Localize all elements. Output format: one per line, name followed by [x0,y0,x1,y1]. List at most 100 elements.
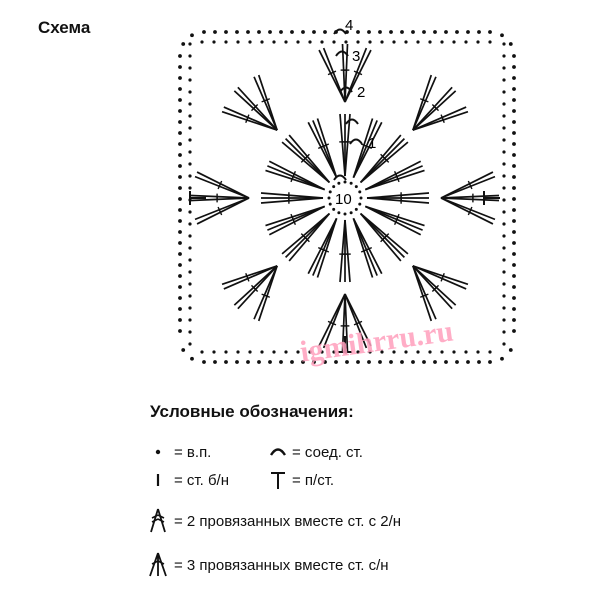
outer-cluster-bar [263,98,271,102]
inner-cluster [288,134,331,183]
chain-dot [345,360,349,364]
chain-dot [327,196,331,200]
chain-dot [308,40,312,44]
chain-dot [512,109,516,113]
chain-dot [502,126,506,130]
outer-cluster [412,110,469,131]
chain-dot [367,360,371,364]
chain-dot [188,222,192,226]
chain-dot [308,350,312,354]
outer-cluster [412,265,467,290]
chain-dot [452,40,456,44]
chain-dot [212,40,216,44]
outer-cluster-bar [217,206,222,213]
legend-chain-label: = в.п. [174,443,212,461]
chain-dot [502,186,506,190]
chain-dot [502,342,506,346]
outer-cluster [440,175,496,199]
chain-dot [178,219,182,223]
chain-dot [178,252,182,256]
chain-dot [334,360,338,364]
chain-dot [328,202,332,206]
chain-dot [512,76,516,80]
inner-cluster [265,205,325,227]
chain-dot [178,329,182,333]
inner-cluster-bar [292,170,297,178]
outer-cluster [412,265,433,322]
chain-dot [200,40,204,44]
chain-dot [248,40,252,44]
chain-dot [178,98,182,102]
chain-dot [337,211,341,215]
chain-dot [512,241,516,245]
legend-3tog-cluster: = 3 провязанных вместе ст. с/н [146,550,389,580]
chain-dot [440,350,444,354]
chain-dot [320,350,324,354]
chain-dot [188,210,192,214]
outer-cluster-bar [327,320,334,325]
chain-dot [181,42,186,46]
chain-dot [464,350,468,354]
round-label-2: 2 [357,84,365,101]
chain-dot [452,350,456,354]
chain-dot [296,40,300,44]
chain-dot [178,318,182,322]
chain-dot [356,40,360,44]
chain-dot [349,211,353,215]
chain-dot [178,54,182,58]
chain-dot [411,360,415,364]
chain-dot [188,114,192,118]
slip-stitch-arc [333,174,347,181]
chain-dot [508,348,513,352]
inner-cluster [260,192,324,199]
cluster-3tog-icon [146,550,170,580]
chain-dot [466,360,470,364]
chain-dot [178,65,182,69]
diagram-title: Схема [38,18,91,37]
round-label-1: 1 [368,135,376,152]
chain-dot [354,207,358,211]
chain-dot [188,270,192,274]
chain-dot [512,142,516,146]
chain-dot [455,30,459,34]
chain-dot [389,30,393,34]
inner-cluster-bar [323,143,330,147]
inner-cluster [360,141,409,184]
chain-dot [512,87,516,91]
chain-dot [512,54,516,58]
legend-2tog-label: = 2 провязанных вместе ст. с 2/н [174,512,402,530]
chain-dot [312,30,316,34]
crochet-chart: 4 3 2 1 10 [178,17,516,364]
chain-dot [400,360,404,364]
chain-dot [380,40,384,44]
outer-cluster [221,265,278,286]
outer-cluster-bar [422,99,429,103]
chain-dot [178,263,182,267]
chain-dot [404,350,408,354]
chain-dot [257,30,261,34]
chain-dot [332,207,336,211]
chain-dot [301,360,305,364]
outer-cluster [440,197,494,225]
chain-dot [502,78,506,82]
chain-dot [378,360,382,364]
chain-dot [349,181,353,185]
chain-dot [272,350,276,354]
chain-dot [224,30,228,34]
chain-dot [488,350,492,354]
chain-dot [224,350,228,354]
chain-dot [500,33,504,38]
chain-dot [188,102,192,106]
outer-cluster-bar [261,293,268,297]
chain-dot-icon [150,440,170,464]
chain-dot [476,40,480,44]
chain-dot [323,360,327,364]
chain-dot [422,360,426,364]
slip-stitch-arc [335,50,349,57]
chain-dot [178,197,182,201]
chain-dot [246,360,250,364]
chain-dot [508,42,513,46]
chain-dot [188,150,192,154]
outer-cluster-bar [250,284,257,291]
chain-dot [502,102,506,106]
